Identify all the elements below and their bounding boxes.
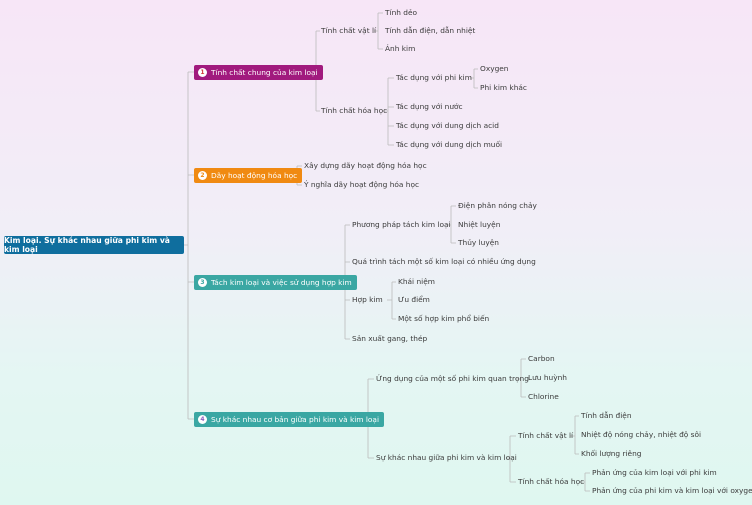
topic-nonmetal-applications[interactable]: Ứng dụng của một số phi kim quan trọng (376, 374, 529, 383)
topic-oxygen-reaction[interactable]: Phản ứng của phi kim và kim loại với oxy… (592, 486, 752, 495)
topic-react-salt[interactable]: Tác dụng với dung dịch muối (396, 140, 503, 149)
branch-label: Tính chất chung của kim loại (211, 68, 318, 77)
topic-extraction-process[interactable]: Quá trình tách một số kim loại có nhiều … (352, 257, 536, 266)
topic-advantages[interactable]: Ưu điểm (398, 295, 430, 304)
number-badge: 2 (198, 171, 207, 180)
topic-extraction-methods[interactable]: Phương pháp tách kim loại (352, 220, 451, 229)
branch-label: Dãy hoạt động hóa học (211, 171, 298, 180)
topic-iron-steel[interactable]: Sản xuất gang, thép (352, 334, 428, 343)
topic-react-water[interactable]: Tác dụng với nước (396, 102, 463, 111)
number-badge: 4 (198, 415, 207, 424)
topic-diff-physical[interactable]: Tính chất vật lí (518, 431, 574, 440)
topic-physical-properties[interactable]: Tính chất vật lí (321, 26, 377, 35)
branch-1[interactable]: 1 Tính chất chung của kim loại (194, 65, 323, 80)
topic-carbon[interactable]: Carbon (528, 354, 555, 363)
topic-conductivity[interactable]: Tính dẫn điện, dẫn nhiệt (385, 26, 476, 35)
topic-oxygen[interactable]: Oxygen (480, 64, 509, 73)
topic-differences[interactable]: Sự khác nhau giữa phi kim và kim loại (376, 453, 517, 462)
topic-metal-nonmetal-reaction[interactable]: Phản ứng của kim loại với phi kim (592, 468, 717, 477)
topic-melting-boiling[interactable]: Nhiệt độ nóng chảy, nhiệt độ sôi (581, 430, 702, 439)
number-badge: 1 (198, 68, 207, 77)
branch-2[interactable]: 2 Dãy hoạt động hóa học (194, 168, 303, 183)
topic-react-nonmetal[interactable]: Tác dụng với phi kim (396, 73, 472, 82)
topic-ductility[interactable]: Tính dẻo (385, 8, 418, 17)
topic-other-nonmetal[interactable]: Phi kim khác (480, 83, 527, 92)
topic-chemical-properties[interactable]: Tính chất hóa học (321, 106, 388, 115)
topic-sulfur[interactable]: Lưu huỳnh (528, 373, 567, 382)
root-topic[interactable]: Kim loại. Sự khác nhau giữa phi kim và k… (4, 236, 184, 254)
topic-diff-chemical[interactable]: Tính chất hóa học (518, 477, 585, 486)
topic-electrical-conductivity[interactable]: Tính dẫn điện (581, 411, 632, 420)
topic-density[interactable]: Khối lượng riêng (581, 449, 642, 458)
branch-3[interactable]: 3 Tách kim loại và việc sử dụng hợp kim (194, 275, 357, 290)
branch-label: Tách kim loại và việc sử dụng hợp kim (211, 278, 352, 287)
topic-alloy[interactable]: Hợp kim (352, 295, 383, 304)
branch-label: Sự khác nhau cơ bản giữa phi kim và kim … (211, 415, 380, 424)
topic-build-series[interactable]: Xây dựng dãy hoạt động hóa học (304, 161, 427, 170)
topic-pyrometallurgy[interactable]: Nhiệt luyện (458, 220, 501, 229)
topic-react-acid[interactable]: Tác dụng với dung dịch acid (396, 121, 499, 130)
topic-hydrometallurgy[interactable]: Thủy luyện (458, 238, 499, 247)
branch-4[interactable]: 4 Sự khác nhau cơ bản giữa phi kim và ki… (194, 412, 385, 427)
topic-concept[interactable]: Khái niệm (398, 277, 435, 286)
topic-series-meaning[interactable]: Ý nghĩa dãy hoạt động hóa học (304, 180, 420, 189)
topic-chlorine[interactable]: Chlorine (528, 392, 559, 401)
topic-electrolysis[interactable]: Điện phân nóng chảy (458, 201, 537, 210)
number-badge: 3 (198, 278, 207, 287)
topic-luster[interactable]: Ánh kim (385, 44, 416, 53)
topic-common-alloys[interactable]: Một số hợp kim phổ biến (398, 314, 490, 323)
